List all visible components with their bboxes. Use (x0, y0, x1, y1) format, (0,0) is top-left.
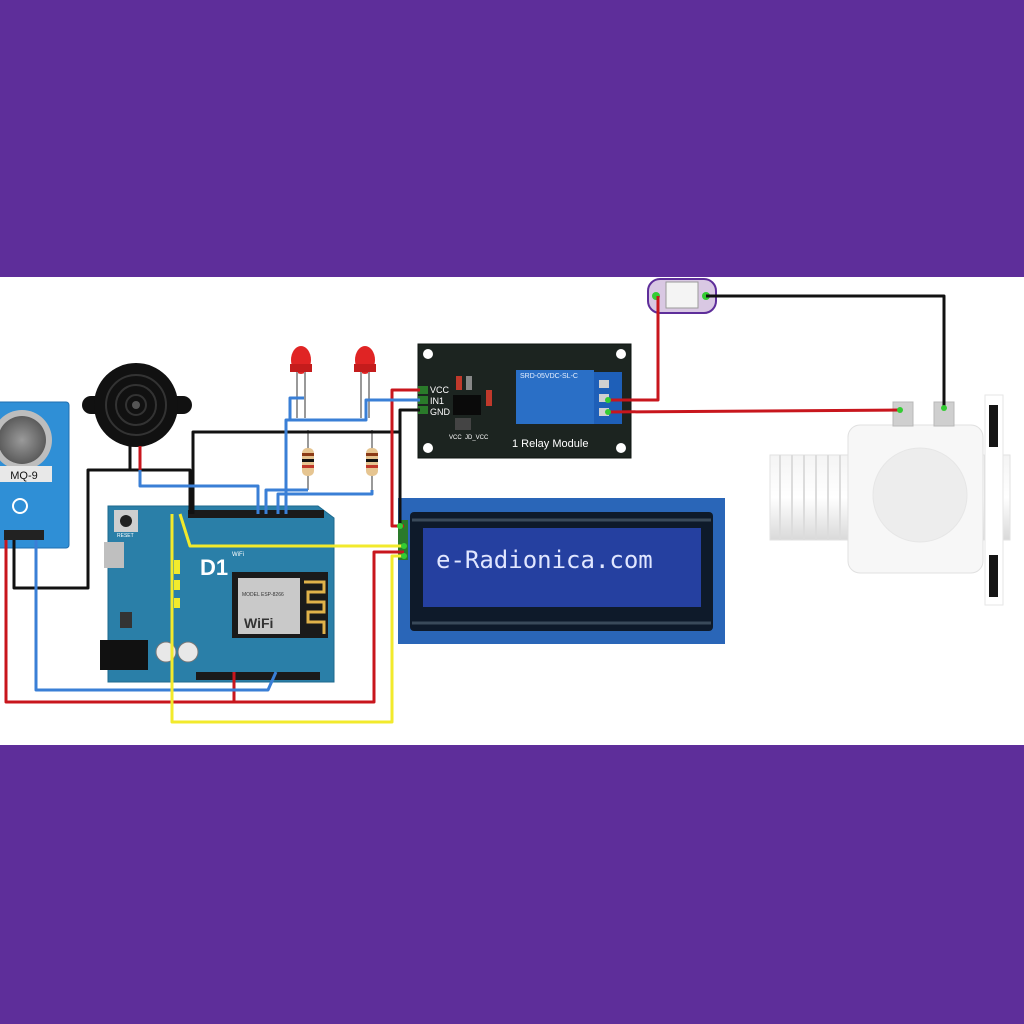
wire-endpoints (397, 397, 947, 559)
wire-yellow-scl (178, 513, 404, 548)
board-wifi-label: WiFi (232, 552, 244, 558)
module-model-label: MODEL ESP-8266 (242, 592, 284, 598)
resistor-icon (366, 430, 378, 490)
wire-red-lcd-vcc (234, 550, 404, 704)
relay-module: VCC IN1 GND VCC JD_VCC SRD-05VDC-SL-C 1 … (417, 343, 632, 459)
wire-blue-relay-in (284, 398, 420, 514)
relay-model-text: SRD-05VDC-SL-C (520, 373, 578, 380)
reset-label: RESET (117, 533, 134, 539)
wire-black-valve (706, 294, 946, 408)
wire-red-sensor-vcc (4, 540, 236, 704)
relay-pin-vcc: VCC (430, 385, 450, 395)
top-band (0, 0, 1024, 277)
led-icon (354, 346, 376, 418)
lcd-text: e-Radionica.com (436, 546, 653, 574)
wifi-antenna-icon (304, 580, 326, 634)
relay-pin-gnd: GND (430, 407, 451, 417)
relay-jumper-vcc: VCC (449, 435, 462, 441)
wire-black-gnd-rail (191, 430, 402, 526)
wemos-d1-board: RESET D1 WiFi WiFi MODEL ESP-8266 (100, 505, 335, 683)
wire-black-relay-gnd (398, 408, 420, 432)
module-wifi-label: WiFi (244, 615, 273, 631)
relay-pin-in1: IN1 (430, 396, 444, 406)
wire-black-sensor-gnd (12, 468, 192, 590)
resistor-icon (302, 430, 314, 490)
buzzer-icon (82, 363, 192, 447)
solenoid-valve-icon (769, 394, 1011, 606)
wire-blue-res2 (276, 490, 374, 514)
led-icon (290, 346, 312, 418)
lcd-display: e-Radionica.com (398, 498, 725, 644)
jst-connector-icon (647, 278, 717, 314)
relay-title: 1 Relay Module (512, 438, 588, 450)
wire-yellow-sda (170, 514, 404, 724)
wire-blue-sensor-a0 (34, 540, 278, 692)
sensor-label: MQ-9 (10, 470, 38, 482)
wire-red-jst (608, 296, 660, 402)
wire-blue-buzzer (138, 470, 260, 514)
wire-blue-res1 (264, 488, 308, 514)
relay-jumper-jdvcc: JD_VCC (465, 435, 489, 441)
bottom-band (0, 745, 1024, 1024)
mq9-gas-sensor: MQ-9 (0, 401, 70, 549)
wire-red-valve-supply (607, 408, 901, 414)
board-logo: D1 (200, 555, 228, 580)
wires (4, 294, 946, 724)
